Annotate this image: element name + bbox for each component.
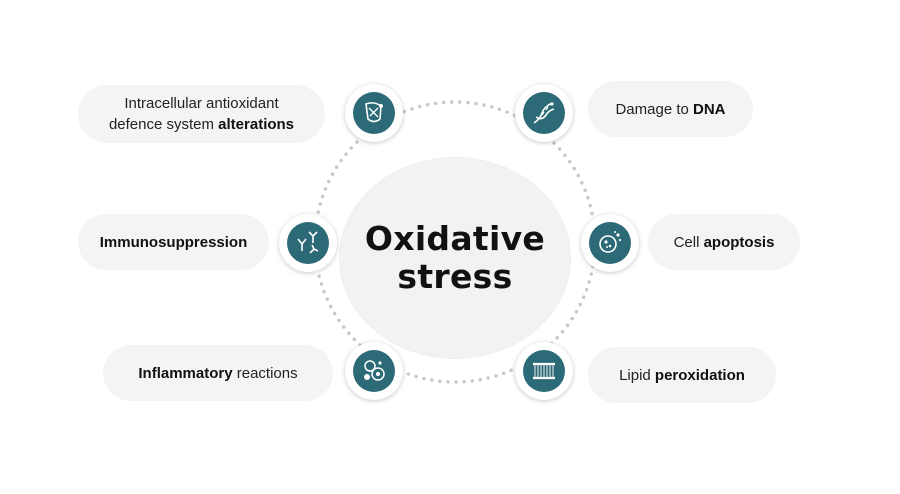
label-antioxidant-alterations: Intracellular antioxidant defence system… xyxy=(78,85,325,143)
node-lipid xyxy=(515,342,573,400)
center-title-line1: Oxidative xyxy=(364,219,546,258)
label-immunosuppression: Immunosuppression xyxy=(78,214,269,270)
lipid-membrane-icon xyxy=(533,362,555,380)
label-dna-bold: DNA xyxy=(693,100,726,118)
dna-icon xyxy=(533,102,555,124)
node-dna xyxy=(515,84,573,142)
label-inflammatory-bold: Inflammatory xyxy=(138,364,233,382)
node-inflammatory xyxy=(345,342,403,400)
label-dna-plain: Damage to xyxy=(615,100,694,118)
label-immuno-bold: Immunosuppression xyxy=(99,233,248,251)
label-lipid-bold: peroxidation xyxy=(654,366,745,384)
node-apoptosis xyxy=(581,214,639,272)
label-inflammatory-plain: reactions xyxy=(232,364,298,382)
center-circle: Oxidative stress xyxy=(340,158,570,358)
node-immunosuppression xyxy=(279,214,337,272)
antibodies-icon xyxy=(297,231,319,254)
label-apoptosis-bold: apoptosis xyxy=(703,233,775,251)
blood-cells-icon xyxy=(364,360,385,381)
label-cell-apoptosis: Cell apoptosis xyxy=(648,214,800,270)
label-lipid-plain: Lipid xyxy=(619,366,655,384)
label-lipid-peroxidation: Lipid peroxidation xyxy=(588,347,776,403)
apoptotic-cell-icon xyxy=(599,231,622,253)
node-antioxidant xyxy=(345,84,403,142)
center-title-line2: stress xyxy=(397,257,513,296)
label-antioxidant-line1: Intracellular antioxidant xyxy=(124,95,279,112)
label-antioxidant-line2-plain: defence system xyxy=(108,116,219,133)
label-damage-dna: Damage to DNA xyxy=(588,81,753,137)
label-apoptosis-plain: Cell xyxy=(673,233,704,251)
cell-defence-icon xyxy=(365,102,383,123)
label-inflammatory-reactions: Inflammatory reactions xyxy=(103,345,333,401)
label-antioxidant-line2-bold: alterations xyxy=(218,116,295,133)
